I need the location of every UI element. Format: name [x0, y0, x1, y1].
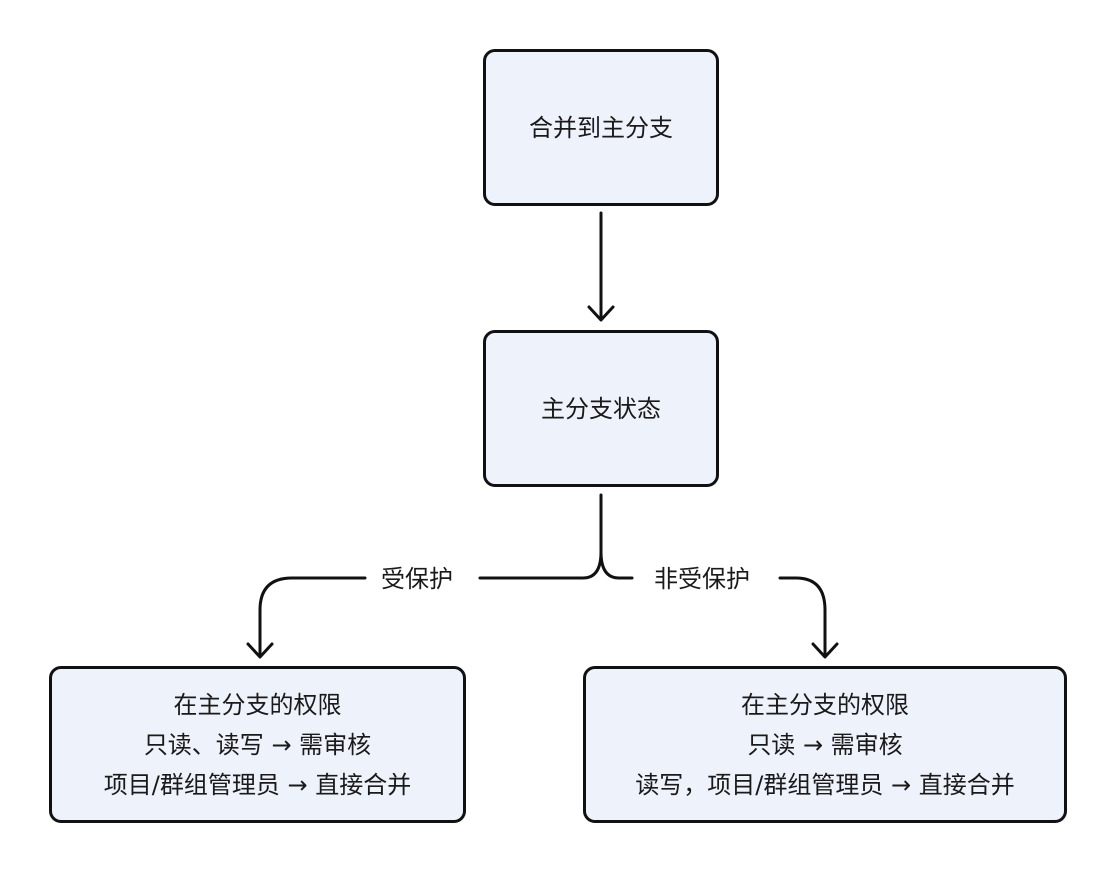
unprotected-branch-label: 非受保护	[650, 564, 754, 594]
merge-node-label: 合并到主分支	[529, 113, 673, 142]
protected-line-admin: 项目/群组管理员 → 直接合并	[103, 770, 412, 799]
arrowhead-protected	[246, 642, 274, 659]
unprotected-permissions-node: 在主分支的权限 只读 → 需审核 读写，项目/群组管理员 → 直接合并	[583, 666, 1067, 823]
protected-branch-label: 受保护	[377, 564, 457, 594]
edge-to-unprotected	[778, 576, 827, 658]
protected-line-readonly-readwrite: 只读、读写 → 需审核	[143, 730, 372, 759]
protected-permissions-node: 在主分支的权限 只读、读写 → 需审核 项目/群组管理员 → 直接合并	[49, 666, 466, 823]
edge-status-branch-right	[599, 550, 634, 580]
unprotected-line-readwrite-admin: 读写，项目/群组管理员 → 直接合并	[635, 770, 1015, 799]
arrowhead-status	[587, 305, 615, 322]
unprotected-line-title: 在主分支的权限	[741, 690, 909, 719]
status-node-label: 主分支状态	[541, 394, 661, 423]
unprotected-line-readonly: 只读 → 需审核	[747, 730, 903, 759]
edge-status-trunk	[478, 493, 603, 580]
merge-to-main-node: 合并到主分支	[483, 49, 719, 206]
edge-to-protected	[258, 576, 367, 658]
arrowhead-unprotected	[811, 642, 839, 659]
main-branch-status-node: 主分支状态	[483, 330, 719, 487]
protected-line-title: 在主分支的权限	[173, 690, 342, 719]
